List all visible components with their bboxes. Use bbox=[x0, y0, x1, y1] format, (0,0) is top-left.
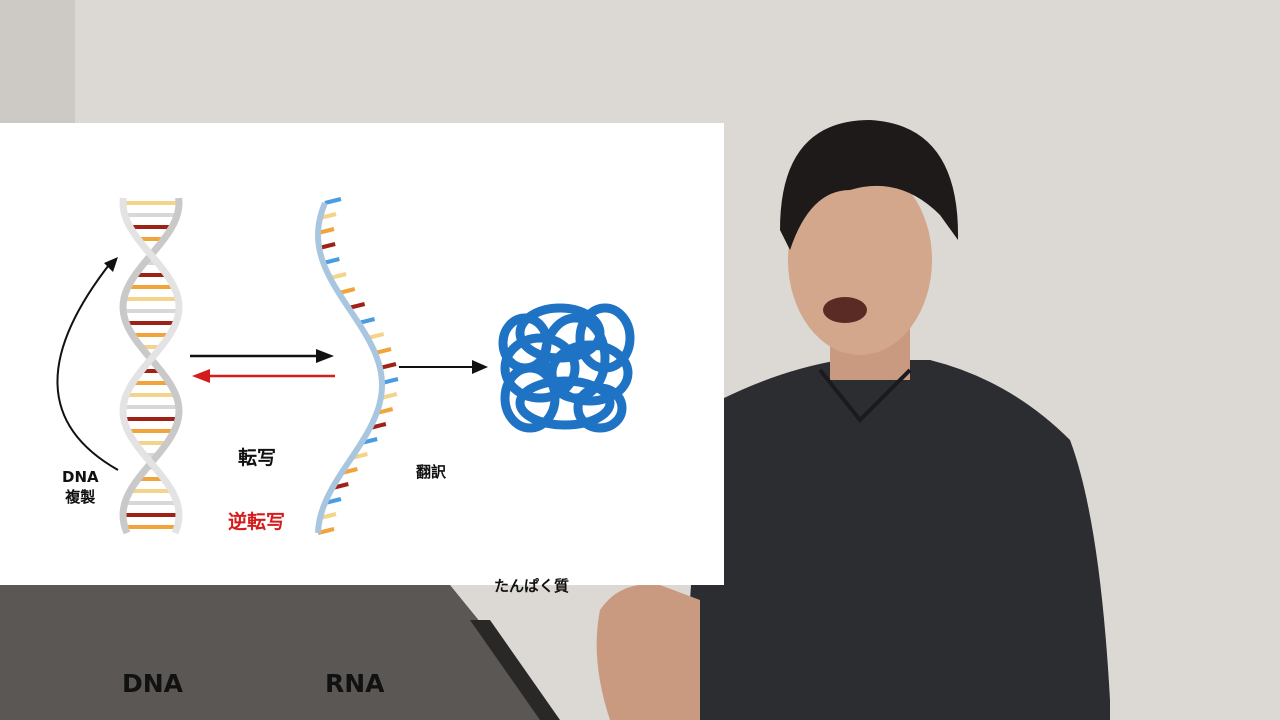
transcription-label: 転写 bbox=[238, 447, 277, 469]
dna-label: DNA bbox=[122, 669, 184, 698]
rna-label: RNA bbox=[325, 669, 385, 698]
dna-backbone bbox=[119, 197, 183, 535]
replication-arrow bbox=[56, 260, 119, 471]
central-dogma-diagram bbox=[56, 197, 635, 535]
protein-coil bbox=[515, 376, 615, 430]
desk bbox=[0, 585, 560, 720]
replication-line2: 複製 bbox=[65, 488, 96, 506]
reverse-transcription-arrowhead bbox=[192, 369, 210, 383]
translation-label: 翻訳 bbox=[416, 463, 447, 481]
dna-replication-label: DNA 複製 bbox=[62, 467, 99, 507]
rna-strand bbox=[315, 197, 399, 535]
protein-label: たんぱく質 bbox=[494, 577, 570, 595]
diagram-panel: DNA 複製 転写 逆転写 翻訳 たんぱく質 DNA RNA bbox=[0, 123, 724, 698]
replication-arrowhead bbox=[104, 257, 118, 272]
protein-coil bbox=[498, 313, 552, 373]
person-hair bbox=[780, 120, 959, 250]
replication-line1: DNA bbox=[62, 468, 99, 486]
dna-double-helix bbox=[119, 197, 183, 535]
translation-arrowhead bbox=[472, 360, 488, 374]
rna-base bbox=[324, 197, 342, 205]
person-mouth bbox=[823, 297, 867, 323]
transcription-arrowhead bbox=[316, 349, 334, 363]
person-torso bbox=[690, 360, 1110, 720]
rna-backbone bbox=[315, 201, 385, 534]
protein-coil bbox=[547, 340, 633, 406]
protein-blob bbox=[498, 303, 635, 433]
shirt-collar bbox=[818, 368, 912, 423]
protein-coil bbox=[573, 383, 627, 433]
desk-edge bbox=[470, 620, 560, 720]
reverse-transcription-label: 逆転写 bbox=[228, 511, 286, 533]
person-arm bbox=[596, 584, 700, 720]
protein-coil bbox=[500, 333, 580, 403]
